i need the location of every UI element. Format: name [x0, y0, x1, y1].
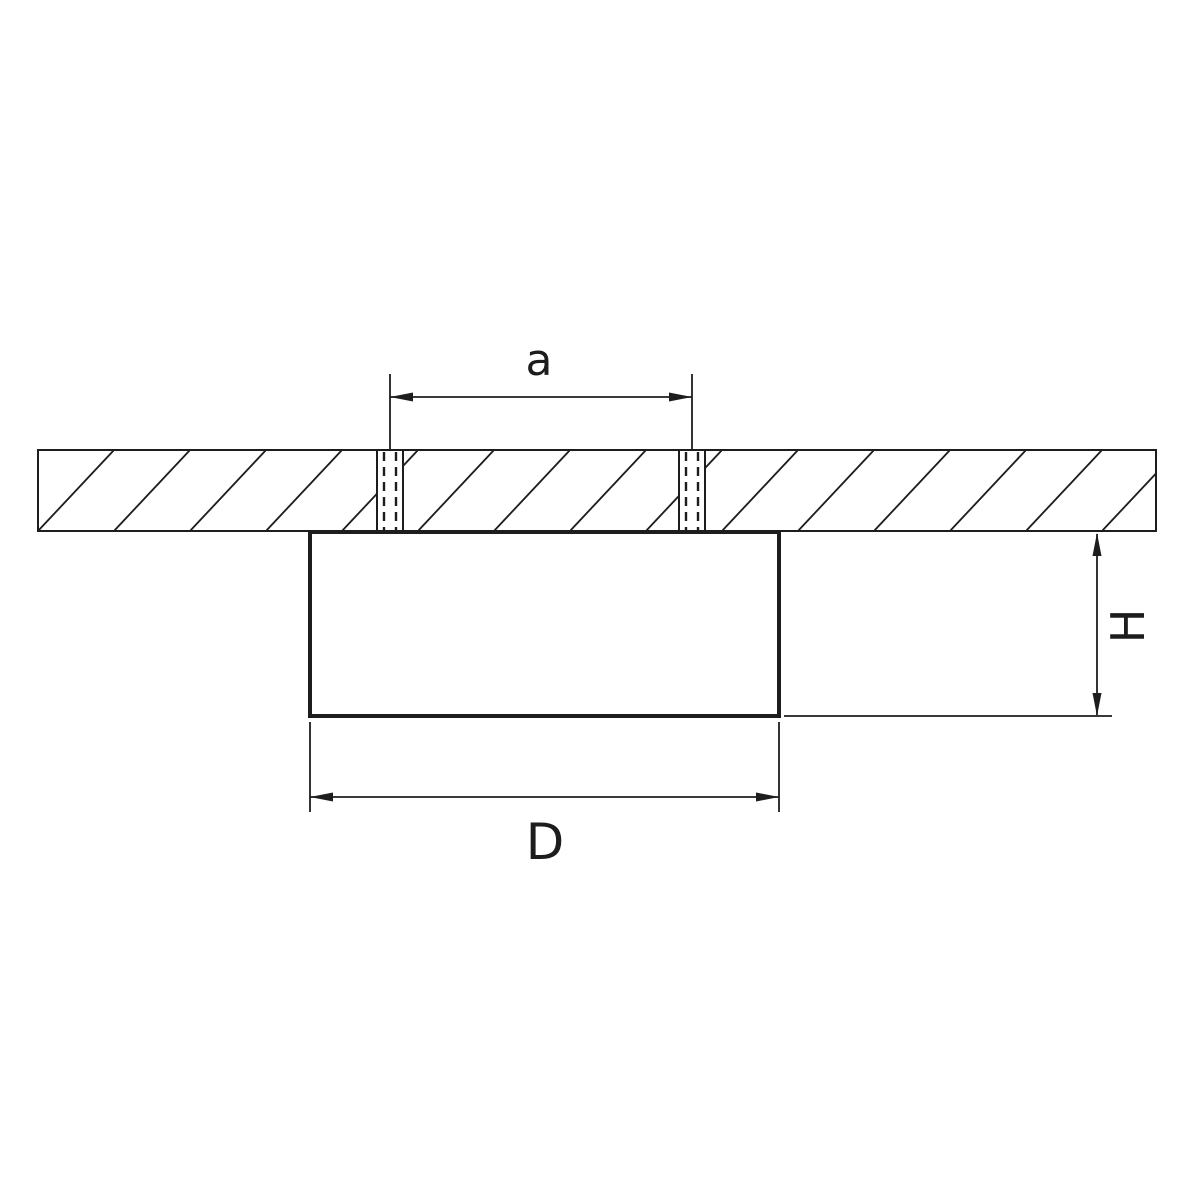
fixture-body — [308, 530, 781, 718]
arrowhead-top — [1092, 533, 1102, 556]
dimension-d: D — [309, 722, 780, 871]
slot-cavity-left — [378, 452, 402, 529]
dimension-label-d: D — [526, 813, 565, 871]
mounting-slot-left — [376, 450, 404, 531]
dimension-label-a: a — [526, 335, 553, 386]
dimension-h: H — [784, 533, 1155, 717]
dimension-a: a — [389, 335, 693, 449]
arrowhead-right — [669, 392, 692, 402]
arrowhead-right — [756, 792, 779, 802]
arrowhead-bottom — [1092, 693, 1102, 716]
arrowhead-left — [310, 792, 333, 802]
mounting-slot-right — [678, 450, 706, 531]
arrowhead-left — [390, 392, 413, 402]
dimension-label-h: H — [1101, 609, 1155, 644]
ceiling-cross-section — [37, 449, 1157, 532]
slot-cavity-right — [680, 452, 704, 529]
